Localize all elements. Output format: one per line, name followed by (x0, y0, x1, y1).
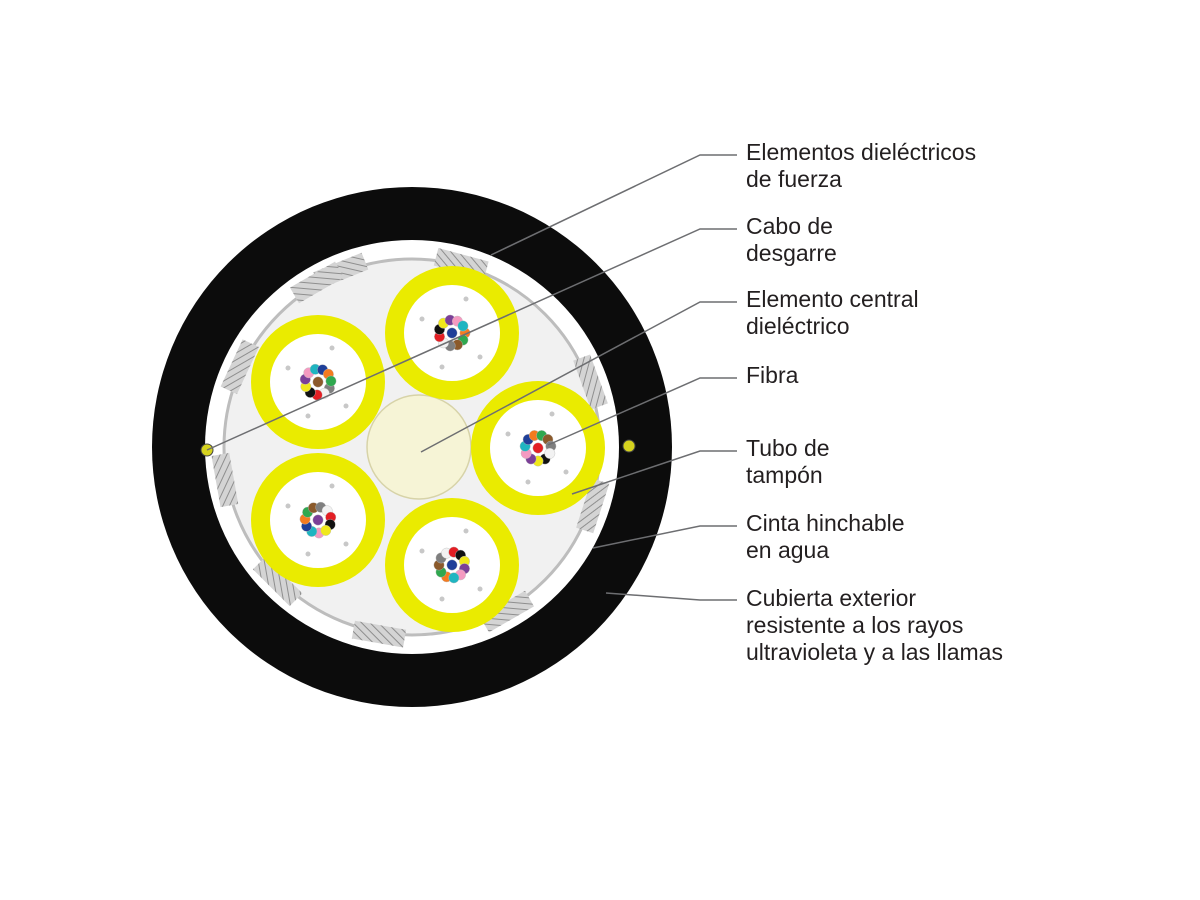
leader-lines (206, 154, 737, 601)
optical-fiber (312, 514, 324, 526)
gel-dot (463, 528, 469, 534)
gel-dot (305, 413, 311, 419)
gel-dot (439, 364, 445, 370)
optical-fiber (457, 320, 469, 332)
label-line: en agua (746, 537, 830, 563)
optical-fiber (325, 375, 337, 387)
gel-dot (285, 365, 291, 371)
label-ripcord: Cabo de desgarre (746, 213, 837, 267)
gel-dot (419, 316, 425, 322)
gel-dot (329, 345, 335, 351)
gel-dot (343, 541, 349, 547)
gel-dot (477, 354, 483, 360)
leader-fiber (547, 377, 737, 446)
label-line: Tubo de (746, 435, 830, 461)
label-line: ultravioleta y a las llamas (746, 639, 1003, 665)
leader-tape (592, 525, 737, 549)
optical-fiber (446, 559, 458, 571)
leader-jacket (605, 592, 737, 601)
label-line: dieléctrico (746, 313, 850, 339)
optical-fiber (544, 448, 556, 459)
label-line: Cinta hinchable (746, 510, 905, 536)
leader-central (420, 301, 737, 453)
ripcord-right (622, 439, 636, 453)
optical-fiber (312, 376, 324, 388)
strength-yarn (211, 452, 239, 508)
buffer-tube (251, 315, 385, 449)
leader-buffer (571, 450, 737, 495)
gel-dot (439, 596, 445, 602)
label-strength-members: Elementos dieléctricos de fuerza (746, 139, 976, 193)
label-water-tape: Cinta hinchable en agua (746, 510, 905, 564)
gel-dot (477, 586, 483, 592)
label-line: de fuerza (746, 166, 842, 192)
label-line: tampón (746, 462, 823, 488)
optical-fiber (448, 572, 460, 584)
gel-dot (305, 551, 311, 557)
label-line: Cubierta exterior (746, 585, 917, 611)
label-line: Fibra (746, 362, 799, 388)
label-outer-jacket: Cubierta exterior resistente a los rayos… (746, 585, 1003, 666)
optical-fiber (320, 525, 332, 536)
gel-dot (419, 548, 425, 554)
strength-yarn (351, 620, 407, 648)
gel-dot (329, 483, 335, 489)
leader-strength (490, 154, 737, 256)
label-line: Elementos dieléctricos (746, 139, 977, 165)
strength-members (211, 248, 610, 648)
gel-dot (525, 479, 531, 485)
buffer-tube (385, 498, 519, 632)
gel-dot (285, 503, 291, 509)
label-buffer-tube: Tubo de tampón (746, 435, 830, 489)
strength-yarn (576, 478, 610, 534)
strength-yarn (479, 590, 535, 633)
gel-dot (549, 411, 555, 417)
strength-yarn (289, 261, 345, 304)
label-line: Cabo de (746, 213, 833, 239)
label-line: desgarre (746, 240, 837, 266)
label-fiber: Fibra (746, 362, 798, 389)
gel-dot (343, 403, 349, 409)
strength-yarn (252, 556, 303, 607)
strength-yarn (220, 339, 259, 395)
optical-fiber (446, 327, 458, 339)
label-central-member: Elemento central dieléctrico (746, 286, 919, 340)
gel-dot (463, 296, 469, 302)
gel-dot (505, 431, 511, 437)
buffer-tube (385, 266, 519, 400)
buffer-tube (251, 453, 385, 587)
buffer-tube (471, 381, 605, 515)
gel-dot (563, 469, 569, 475)
leader-ripcord (206, 228, 737, 451)
strength-yarn (573, 354, 608, 410)
label-line: Elemento central (746, 286, 919, 312)
buffer-tubes (251, 266, 605, 632)
label-line: resistente a los rayos (746, 612, 964, 638)
optical-fiber (532, 442, 544, 454)
central-member (366, 394, 472, 500)
